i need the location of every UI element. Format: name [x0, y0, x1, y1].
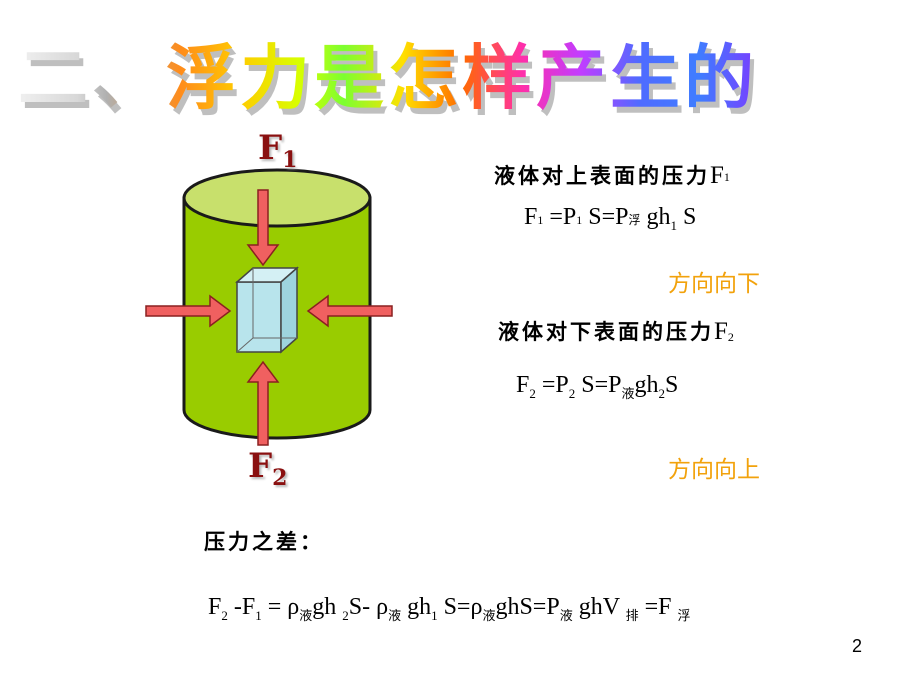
- page-title-shadow: 二、浮力是怎样产生的: [22, 28, 762, 129]
- immersed-cube: [235, 266, 299, 354]
- f2-label: F2: [248, 446, 288, 491]
- buoyancy-diagram: [145, 168, 393, 446]
- arrow-up-f2: [246, 360, 280, 446]
- page-title: 二、浮力是怎样产生的: [18, 22, 758, 123]
- cylinder-top: [182, 168, 372, 228]
- lower-equation: F2 =P2 S=P液gh2S: [516, 372, 679, 402]
- difference-heading: 压力之差：: [204, 530, 324, 554]
- arrow-right-side: [145, 294, 232, 328]
- upper-heading: 液体对上表面的压力F1: [494, 162, 730, 189]
- page-number: 2: [852, 636, 863, 656]
- arrow-left-side: [306, 294, 393, 328]
- upper-direction: 方向向下: [668, 271, 760, 297]
- lower-heading: 液体对下表面的压力F2: [498, 318, 734, 345]
- upper-equation: F1 =P1 S=P浮 gh1 S: [524, 204, 697, 233]
- arrow-down-f1: [246, 189, 280, 267]
- f1-label: F1: [258, 128, 298, 173]
- difference-equation: F2 -F1 = ρ液gh 2S- ρ液 gh1 S=ρ液ghS=P液 ghV …: [208, 594, 691, 624]
- lower-direction: 方向向上: [668, 457, 760, 483]
